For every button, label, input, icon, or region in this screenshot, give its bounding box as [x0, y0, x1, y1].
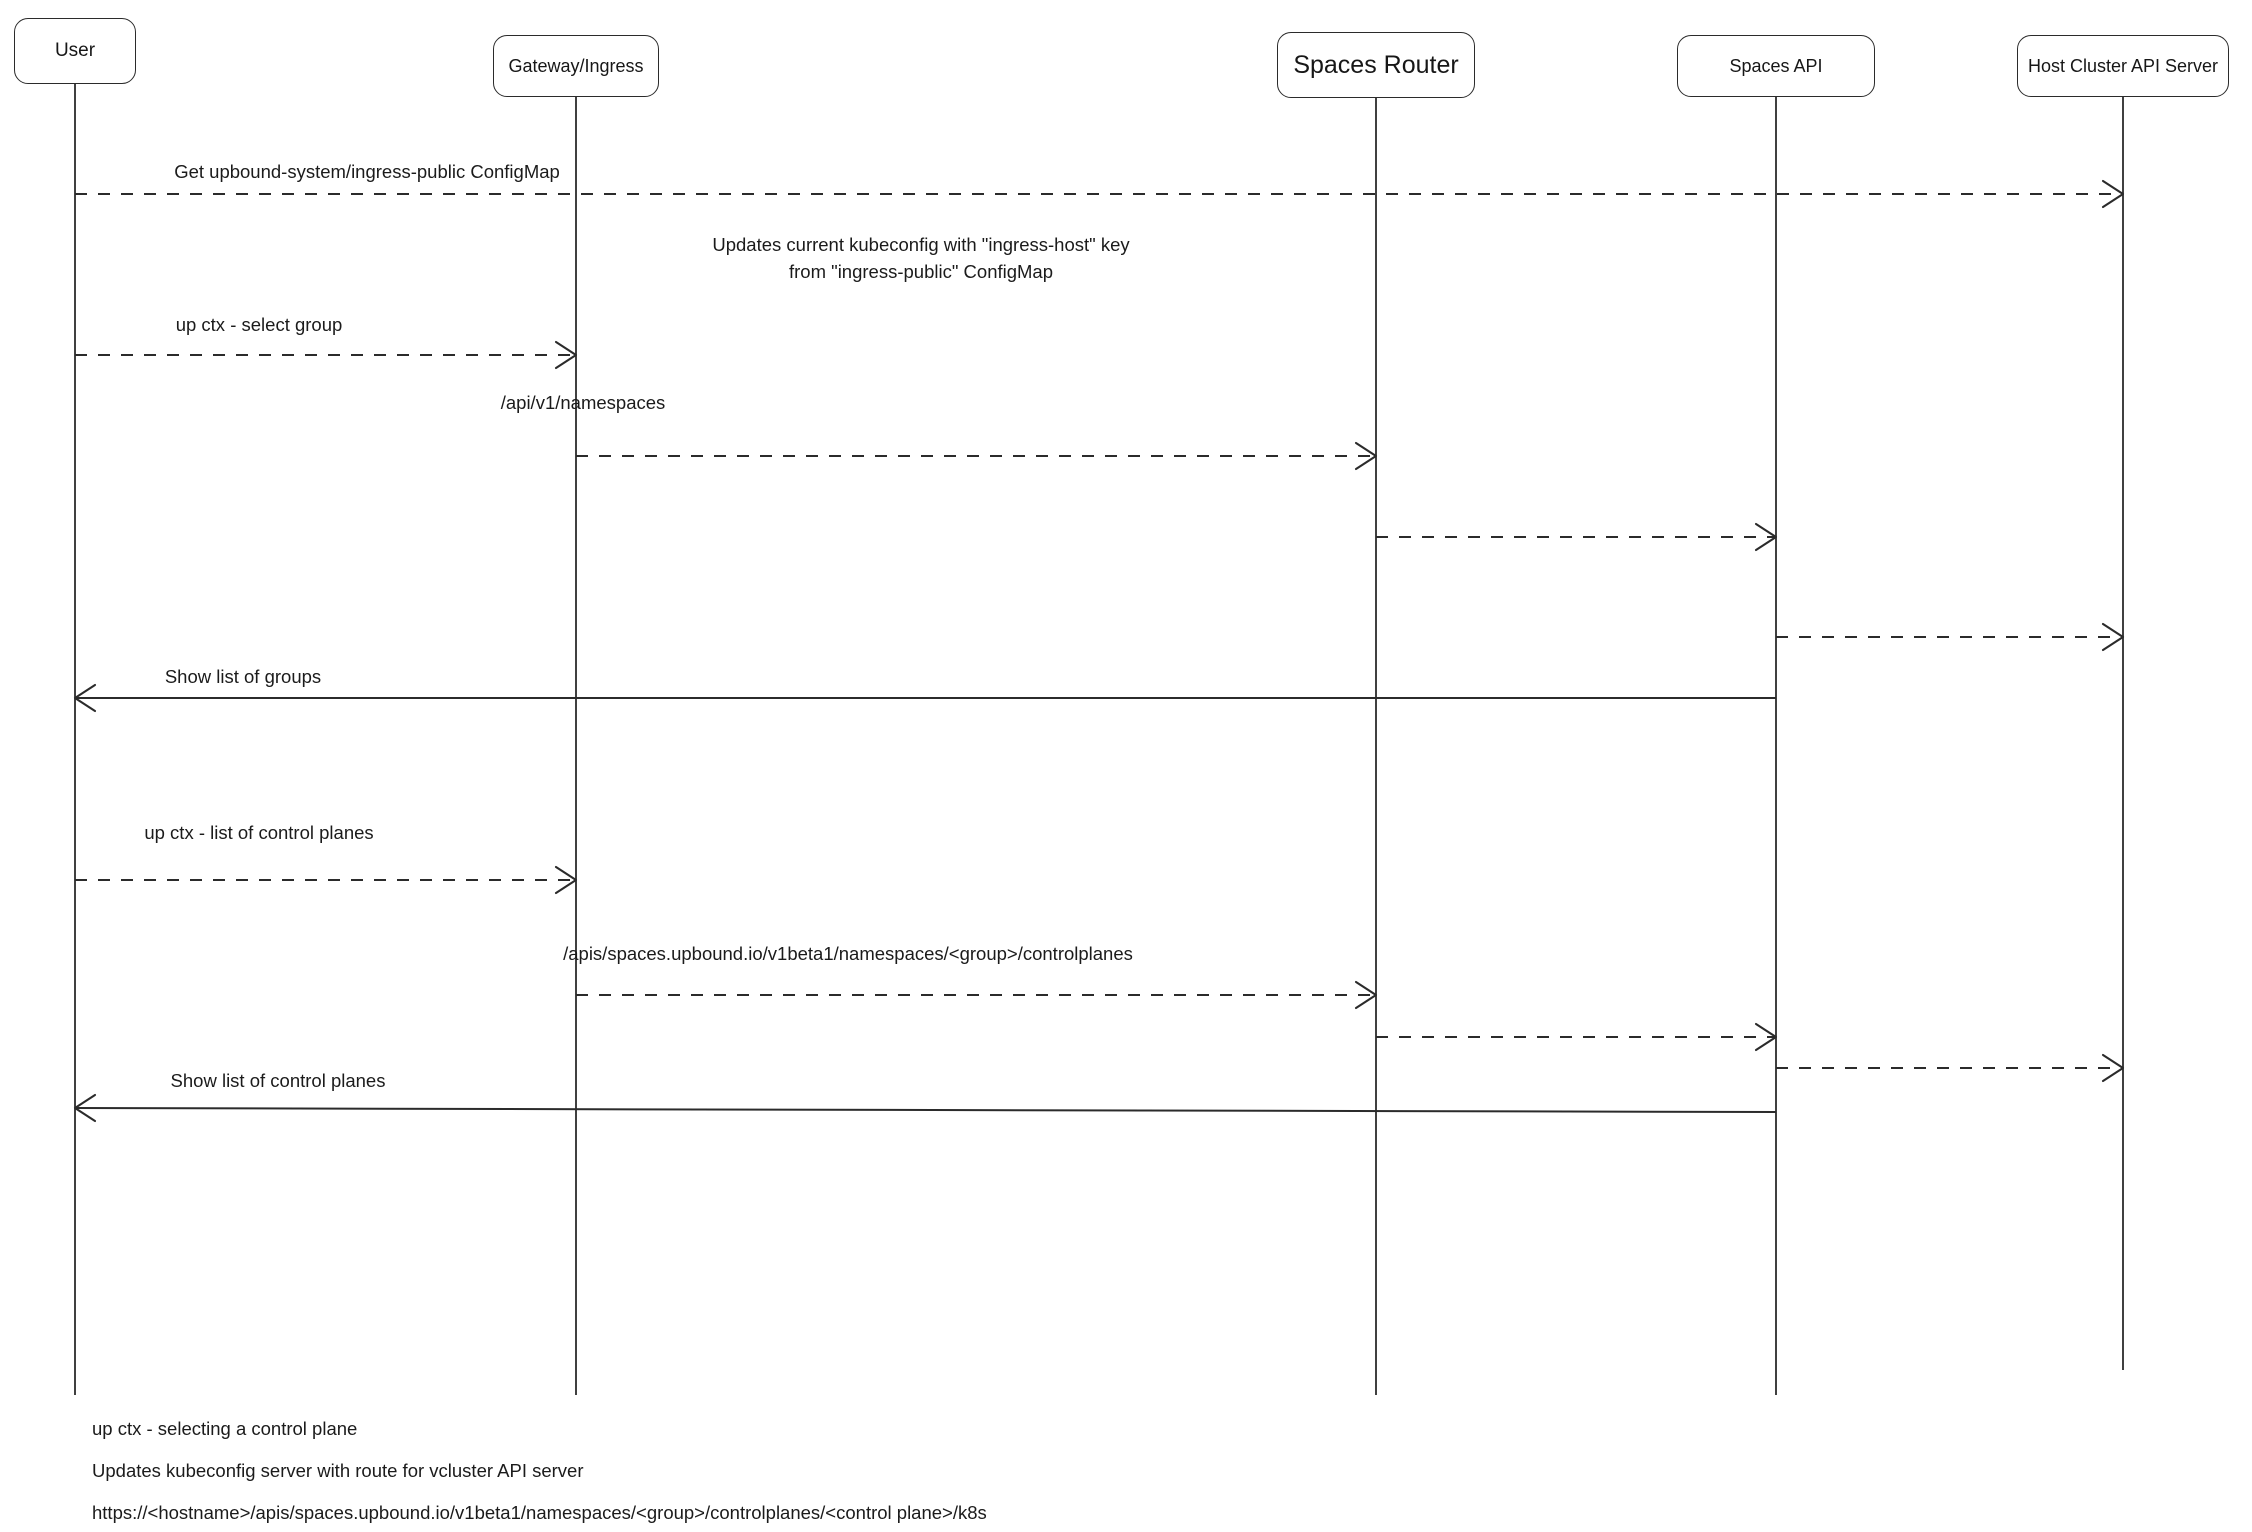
arrowhead-m1 — [2101, 179, 2125, 209]
message-label-m4: /api/v1/namespaces — [500, 392, 666, 413]
arrowhead-m8 — [554, 865, 578, 895]
arrowhead-m3 — [554, 340, 578, 370]
message-label-m2: Updates current kubeconfig with "ingress… — [712, 234, 1130, 282]
participant-label-host-api: Host Cluster API Server — [2027, 55, 2219, 76]
arrowhead-m7 — [73, 683, 97, 713]
participant-box-router[interactable]: Spaces Router — [1277, 32, 1475, 98]
arrowhead-m5 — [1754, 522, 1778, 552]
arrowhead-m9 — [1354, 980, 1378, 1010]
message-label-m12: Show list of control planes — [170, 1070, 386, 1091]
note-n2: Updates kubeconfig server with route for… — [92, 1460, 584, 1481]
message-label-m7: Show list of groups — [164, 666, 322, 687]
arrowhead-m11 — [2101, 1053, 2125, 1083]
message-label-m3: up ctx - select group — [175, 314, 343, 335]
participant-box-user[interactable]: User — [14, 18, 136, 84]
message-label-m8: up ctx - list of control planes — [144, 822, 374, 843]
participant-label-user: User — [54, 40, 96, 62]
participant-label-gateway: Gateway/Ingress — [508, 55, 644, 76]
participant-box-gateway[interactable]: Gateway/Ingress — [493, 35, 659, 97]
message-label-m1: Get upbound-system/ingress-public Config… — [174, 161, 560, 182]
lifelines-group — [74, 84, 2124, 1395]
message-label-m9: /apis/spaces.upbound.io/v1beta1/namespac… — [563, 943, 1133, 964]
participant-label-router: Spaces Router — [1293, 50, 1459, 79]
message-line-m12 — [74, 1107, 1777, 1113]
note-n1: up ctx - selecting a control plane — [92, 1418, 358, 1439]
arrowhead-m4 — [1354, 441, 1378, 471]
arrowhead-m12 — [73, 1093, 97, 1123]
message-arrows-group — [73, 179, 2125, 1123]
participant-box-host-api[interactable]: Host Cluster API Server — [2017, 35, 2229, 97]
arrowhead-m10 — [1754, 1022, 1778, 1052]
participant-label-spaces-api: Spaces API — [1729, 55, 1823, 76]
participant-box-spaces-api[interactable]: Spaces API — [1677, 35, 1875, 97]
arrowhead-m6 — [2101, 622, 2125, 652]
note-n3: https://<hostname>/apis/spaces.upbound.i… — [92, 1502, 987, 1523]
